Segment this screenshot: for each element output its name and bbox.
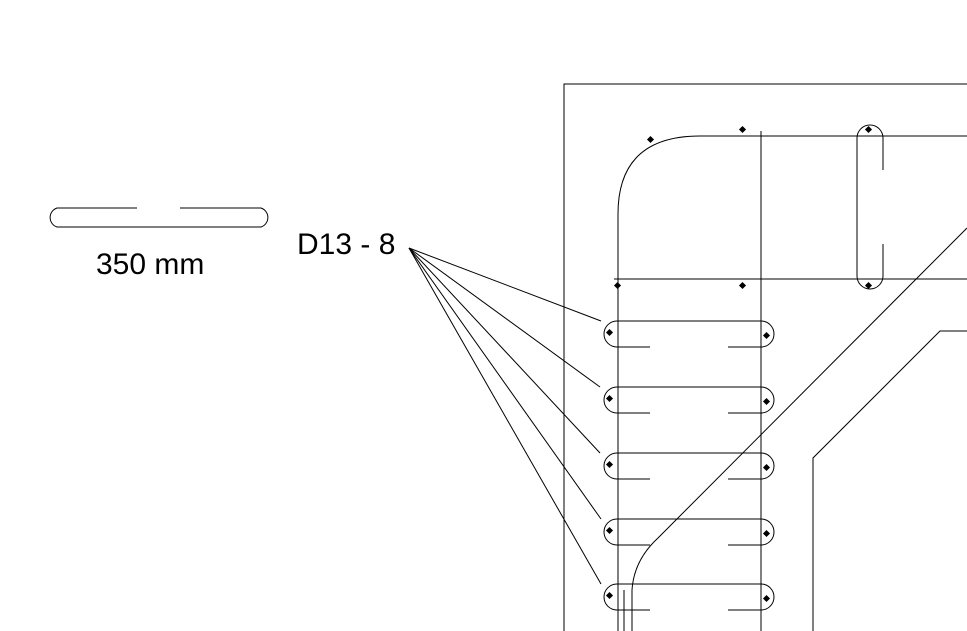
stirrup [603, 386, 775, 414]
haunch-outline [812, 330, 967, 631]
stirrup [603, 452, 775, 480]
diagonal-bar [631, 227, 967, 631]
column-outline [563, 83, 967, 631]
vertical-stirrup [856, 124, 884, 290]
rebar-dots [605, 125, 873, 603]
main-bent-bar [617, 135, 967, 631]
stirrup [603, 518, 775, 546]
bar-mark-callout: D13 - 8 [297, 228, 396, 261]
stirrup [603, 583, 775, 611]
dimension-label: 350 mm [96, 248, 205, 281]
stirrup [603, 320, 775, 348]
leader-lines [408, 247, 602, 585]
legend-stirrup-shape [49, 207, 269, 228]
